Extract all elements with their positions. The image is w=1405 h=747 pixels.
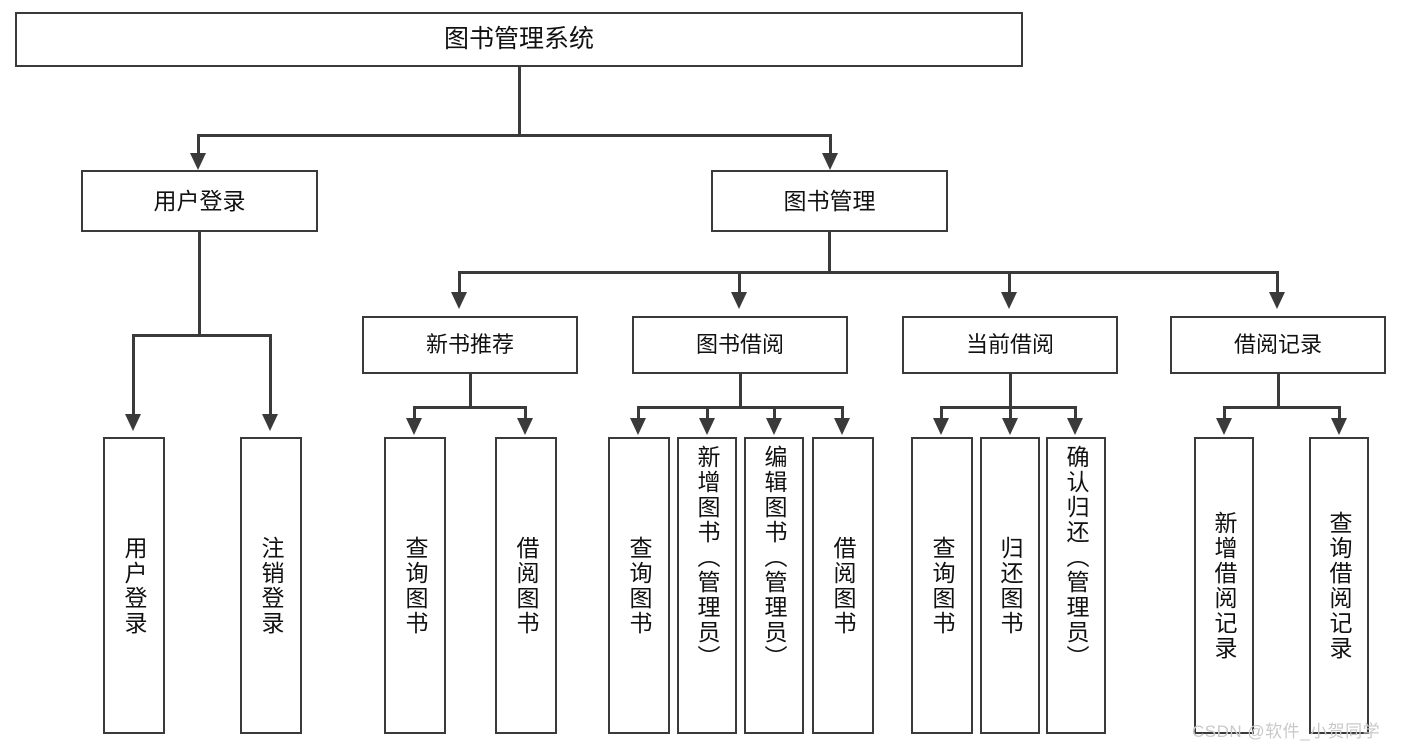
connector-new-book-stem [469,374,472,409]
connector-br-drop-2 [1338,406,1341,422]
connector-to-borrow-record [1276,271,1279,296]
node-label: 编辑图书（管理员） [761,445,788,670]
connector-book-manage-stem [828,232,831,274]
connector-bb-drop-4 [841,406,844,422]
connector-user-login-drop-1 [132,334,135,418]
connector-borrow-record-stem [1277,374,1280,409]
leaf-bb-borrow-book[interactable]: 借阅图书 [812,437,874,734]
connector-book-borrow-stem [739,374,742,409]
arrowhead-bb-leaf-2 [699,418,715,435]
connector-user-login-drop-2 [269,334,272,418]
connector-new-book-bus [413,406,527,409]
arrowhead-br-leaf-1 [1216,418,1232,435]
arrowhead-cb-leaf-3 [1067,418,1083,435]
connector-new-book-drop-1 [413,406,416,422]
leaf-nb-query-book[interactable]: 查询图书 [384,437,446,734]
leaf-logout[interactable]: 注销登录 [240,437,302,734]
node-borrow-record[interactable]: 借阅记录 [1170,316,1386,374]
leaf-nb-borrow-book[interactable]: 借阅图书 [495,437,557,734]
leaf-cb-return-book[interactable]: 归还图书 [980,437,1040,734]
node-label: 查询图书 [929,535,956,636]
node-label: 注销登录 [258,535,285,636]
arrowhead-book-manage [822,153,838,170]
node-book-borrow[interactable]: 图书借阅 [632,316,848,374]
node-new-book-recommend[interactable]: 新书推荐 [362,316,578,374]
node-label: 查询图书 [402,535,429,636]
node-label: 查询借阅记录 [1326,510,1353,661]
connector-root-bus [197,134,831,137]
arrowhead-user-login [190,153,206,170]
node-label: 确认归还（管理员） [1063,445,1090,670]
node-label: 新书推荐 [425,331,514,357]
arrowhead-cb-leaf-1 [933,418,949,435]
leaf-cb-confirm-return[interactable]: 确认归还（管理员） [1046,437,1106,734]
node-label: 新增图书（管理员） [694,445,721,670]
connector-bb-drop-3 [773,406,776,422]
node-book-management[interactable]: 图书管理 [711,170,948,232]
leaf-bb-add-book[interactable]: 新增图书（管理员） [677,437,737,734]
leaf-bb-edit-book[interactable]: 编辑图书（管理员） [744,437,804,734]
node-label: 借阅图书 [830,535,857,636]
leaf-bb-query-book[interactable]: 查询图书 [608,437,670,734]
leaf-br-add-record[interactable]: 新增借阅记录 [1194,437,1254,734]
connector-new-book-drop-2 [524,406,527,422]
connector-borrow-record-bus [1223,406,1341,409]
watermark-text: CSDN @软件_小贺同学 [1192,722,1381,741]
connector-br-drop-1 [1223,406,1226,422]
node-label: 新增借阅记录 [1211,510,1238,661]
arrowhead-new-book [451,292,467,309]
arrowhead-current-borrow [1001,292,1017,309]
connector-level3-bus [458,271,1278,274]
arrowhead-br-leaf-2 [1331,418,1347,435]
connector-current-borrow-bus [940,406,1077,409]
connector-to-new-book [458,271,461,296]
connector-bb-drop-2 [706,406,709,422]
connector-bb-drop-1 [637,406,640,422]
arrowhead-bb-leaf-1 [630,418,646,435]
connector-cb-drop-3 [1074,406,1077,422]
connector-book-borrow-bus [637,406,844,409]
arrowhead-leaf-logout [262,414,278,431]
node-label: 图书管理系统 [443,25,594,54]
connector-root-to-book-manage [829,134,832,160]
arrowhead-bb-leaf-4 [834,418,850,435]
arrowhead-book-borrow [731,292,747,309]
node-label: 图书管理 [783,187,876,214]
connector-current-borrow-stem [1009,374,1012,409]
connector-cb-drop-1 [940,406,943,422]
node-label: 查询图书 [626,535,653,636]
arrowhead-cb-leaf-2 [1002,418,1018,435]
connector-to-book-borrow [738,271,741,296]
connector-user-login-stem [198,232,201,337]
connector-user-login-bus [132,334,272,337]
node-label: 图书借阅 [695,331,784,357]
node-label: 当前借阅 [965,331,1054,357]
node-label: 用户登录 [121,535,148,636]
node-label: 归还图书 [997,535,1024,636]
arrowhead-bb-leaf-3 [766,418,782,435]
node-root-system[interactable]: 图书管理系统 [15,12,1023,67]
connector-cb-drop-2 [1009,406,1012,422]
leaf-cb-query-book[interactable]: 查询图书 [911,437,973,734]
leaf-br-query-record[interactable]: 查询借阅记录 [1309,437,1369,734]
node-user-login[interactable]: 用户登录 [81,170,318,232]
connector-root-stem [518,67,521,136]
arrowhead-nb-leaf-2 [517,418,533,435]
connector-root-to-user-login [197,134,200,160]
leaf-user-login[interactable]: 用户登录 [103,437,165,734]
arrowhead-leaf-user-login [125,414,141,431]
connector-to-current-borrow [1008,271,1011,296]
node-label: 借阅图书 [513,535,540,636]
node-current-borrow[interactable]: 当前借阅 [902,316,1118,374]
node-label: 用户登录 [153,187,246,214]
node-label: 借阅记录 [1233,331,1322,357]
arrowhead-nb-leaf-1 [406,418,422,435]
arrowhead-borrow-record [1269,292,1285,309]
